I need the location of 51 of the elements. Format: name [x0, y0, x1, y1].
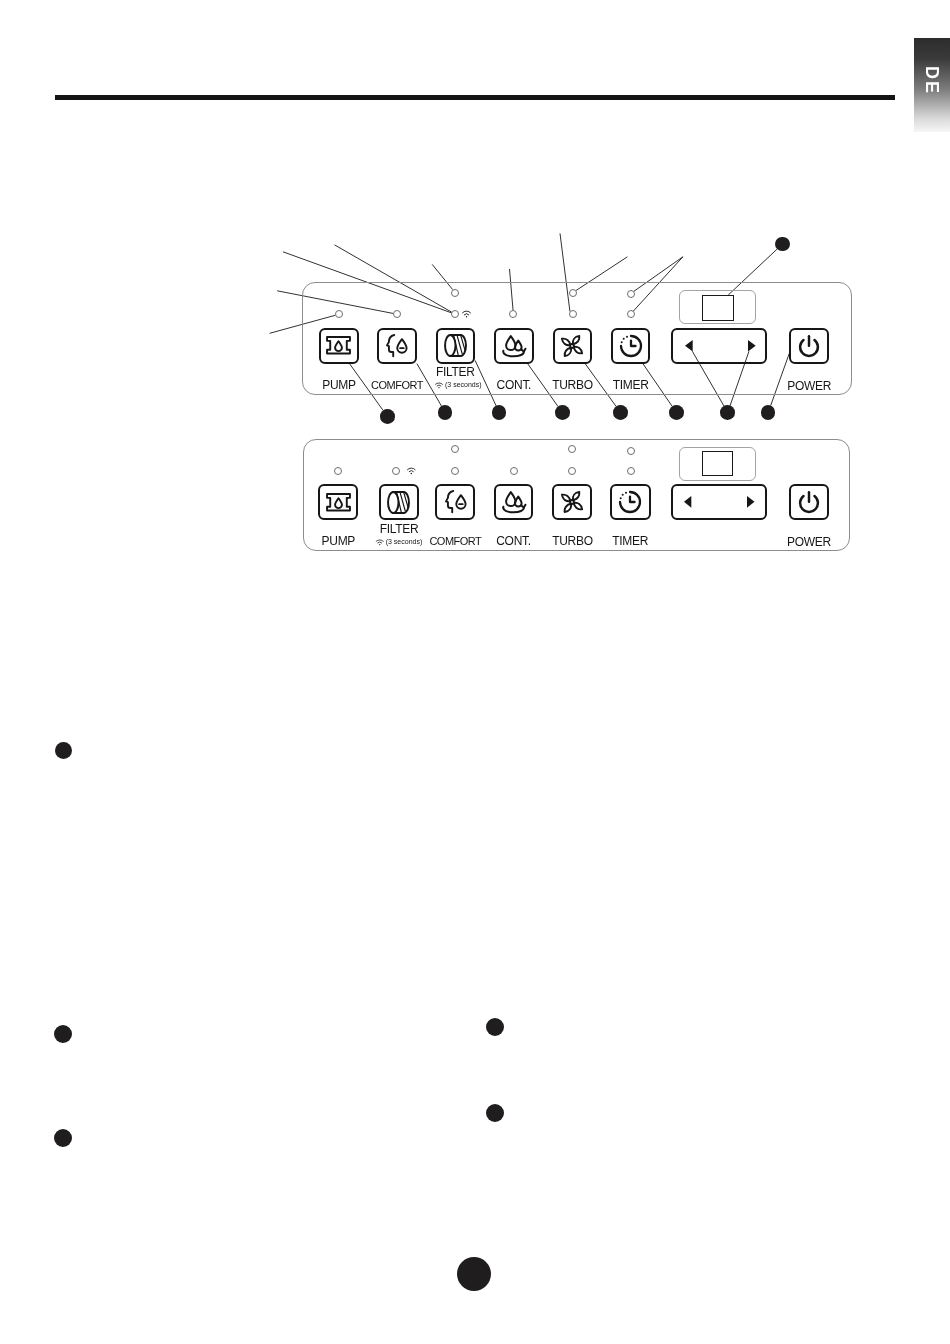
callout-dot-icon — [669, 405, 684, 420]
leader-line — [584, 363, 617, 408]
button-label: POWER — [786, 535, 831, 550]
left-triangle-icon — [684, 339, 693, 352]
callout-dot-icon — [720, 405, 735, 420]
leader-line — [509, 268, 514, 311]
button-label: TIMER — [612, 377, 649, 392]
leader-line — [770, 352, 790, 407]
button-label: PUMP — [322, 377, 356, 392]
display-window — [679, 446, 757, 482]
button-label: TURBO — [552, 377, 593, 392]
leader-line — [276, 290, 394, 314]
leader-line — [334, 244, 453, 313]
button-label: COMFORT — [371, 377, 423, 392]
display-screen — [701, 451, 734, 477]
callout-dot-icon — [760, 405, 776, 420]
leader-line — [431, 263, 454, 291]
callout-dot-icon — [775, 236, 790, 252]
button-label: TIMER — [612, 533, 649, 548]
control-panel — [302, 282, 852, 396]
leader-line — [632, 256, 684, 312]
leader-line — [416, 363, 442, 407]
control-panel — [302, 439, 850, 552]
display-screen — [702, 295, 734, 321]
leader-line — [527, 363, 559, 407]
leader-line — [727, 248, 778, 296]
button-label: COMFORT — [429, 533, 482, 548]
button-label: TURBO — [552, 533, 593, 548]
button-label: CONT. — [496, 377, 532, 392]
callout-dot-icon — [491, 405, 507, 420]
button-label: CONT. — [496, 533, 531, 548]
leader-line — [269, 314, 336, 334]
leader-line — [559, 232, 571, 312]
leader-line — [282, 251, 452, 314]
arrow-button — [671, 327, 768, 364]
leader-line — [349, 363, 384, 411]
leader-line — [575, 256, 628, 291]
button-label: FILTER — [379, 521, 419, 536]
button-label: PUMP — [321, 533, 356, 548]
display-window — [679, 290, 757, 324]
button-label: POWER — [787, 379, 832, 394]
callout-dot-icon — [555, 405, 570, 420]
button-label: FILTER — [436, 364, 475, 379]
leader-line — [642, 363, 673, 407]
right-triangle-icon — [748, 339, 756, 352]
callout-dot-icon — [613, 405, 628, 420]
arrow-button — [671, 484, 768, 521]
callout-dot-icon — [380, 409, 395, 424]
tab-label: DE — [923, 66, 941, 95]
callout-dot-icon — [437, 405, 453, 420]
leader-line — [474, 359, 497, 407]
